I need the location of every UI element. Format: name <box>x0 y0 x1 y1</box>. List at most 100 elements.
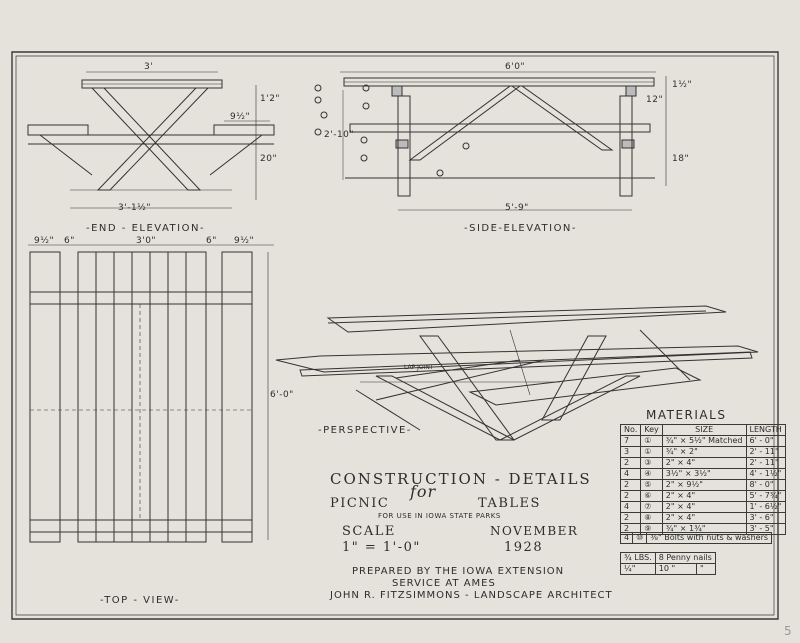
corner-mark: 5 <box>784 624 793 638</box>
cell: 5' - 7¾" <box>745 490 786 502</box>
nails-table: ¾ LBS. 8 Penny nails ¼" 10 " " <box>620 552 716 575</box>
cell: ⅜" Bolts with nuts & washers <box>646 532 773 544</box>
materials-title: MATERIALS <box>646 408 727 422</box>
cell: ① <box>640 446 663 458</box>
cell: ③ <box>640 457 663 469</box>
end-bottom-dim: 3'-1½" <box>118 203 152 213</box>
header-no: No. <box>619 424 642 436</box>
table-row: ¼" 10 " " <box>620 563 716 575</box>
top-width-2-dim: 6" <box>64 236 75 246</box>
title-tables: TABLES <box>478 496 541 511</box>
side-bottom-dim: 5'-9" <box>505 203 529 213</box>
side-height-mid-dim: 2'-10" <box>324 130 355 140</box>
date-year: 1928 <box>504 540 544 555</box>
perspective-label: -PERSPECTIVE- <box>318 425 412 436</box>
outer-border <box>12 52 778 619</box>
top-width-3-dim: 3'0" <box>136 236 157 246</box>
header-key: Key <box>640 424 663 436</box>
table-row: 4 ⑩ ⅜" Bolts with nuts & washers <box>619 532 773 544</box>
end-height-1-dim: 1'2" <box>260 94 281 104</box>
cell: 4 <box>619 501 642 513</box>
header-size: SIZE <box>661 424 747 436</box>
cell: 2 <box>619 490 642 502</box>
title-for: for <box>410 482 437 501</box>
lap-joint-note: LAP JOINT <box>404 364 434 371</box>
cell: ⑤ <box>640 479 663 491</box>
cell: 1' - 6½" <box>745 501 786 513</box>
end-elevation-drawing <box>28 72 274 208</box>
cell: ¾" × 2" <box>661 446 747 458</box>
cell: 3' - 6" <box>745 512 786 524</box>
end-elevation-label: -END - ELEVATION- <box>86 223 206 234</box>
materials-header: No. Key SIZE LENGTH <box>619 424 786 436</box>
cell: ④ <box>640 468 663 480</box>
top-width-4-dim: 6" <box>206 236 217 246</box>
side-elevation-drawing <box>314 72 666 210</box>
cell: 4' - 1½" <box>745 468 786 480</box>
end-height-2-dim: 20" <box>260 154 278 164</box>
date-month: NOVEMBER <box>490 524 579 538</box>
cell: ① <box>640 435 663 447</box>
title-use: FOR USE IN IOWA STATE PARKS <box>378 512 501 520</box>
cell: 4 <box>619 468 642 480</box>
cell: 2" × 4" <box>661 501 747 513</box>
cell: 2 <box>619 457 642 469</box>
cell: ⑩ <box>632 532 648 544</box>
cell: 2' - 11" <box>745 446 786 458</box>
prepared-by: PREPARED BY THE IOWA EXTENSION <box>352 566 565 577</box>
scale-value: 1" = 1'-0" <box>342 540 421 555</box>
cell: 4 <box>619 532 634 544</box>
inner-border <box>16 56 774 615</box>
end-seat-width-dim: 9½" <box>230 112 251 122</box>
drawing-title: CONSTRUCTION - DETAILS <box>330 470 592 488</box>
scale-label: SCALE <box>342 524 396 539</box>
cell: 2" × 4" <box>661 512 747 524</box>
top-length-dim: 6'-0" <box>270 390 294 400</box>
end-top-dim: 3' <box>144 62 154 72</box>
cell: ⑥ <box>640 490 663 502</box>
side-height-top-dim: 1½" <box>672 80 693 90</box>
header-length: LENGTH <box>745 424 786 436</box>
cell: 2 <box>619 479 642 491</box>
cell: ⑧ <box>640 512 663 524</box>
side-height-low-dim: 18" <box>672 154 690 164</box>
cell: 10 " <box>654 563 698 575</box>
table-row: ¾ LBS. 8 Penny nails <box>620 552 716 564</box>
top-view-drawing <box>28 245 274 542</box>
top-view-label: -TOP - VIEW- <box>100 595 180 606</box>
cell: 2" × 9½" <box>661 479 747 491</box>
title-picnic: PICNIC <box>330 496 390 511</box>
cell: ¾ LBS. <box>620 552 656 564</box>
cell: 6' - 0" <box>745 435 786 447</box>
cell: 3 <box>619 446 642 458</box>
side-top-dim: 6'0" <box>505 62 526 72</box>
side-12in-dim: 12" <box>646 95 664 105</box>
architect: JOHN R. FITZSIMMONS - LANDSCAPE ARCHITEC… <box>330 590 613 601</box>
cell: ¾" × 5½" Matched <box>661 435 747 447</box>
cell: ⑦ <box>640 501 663 513</box>
cell: 2" × 4" <box>661 490 747 502</box>
bolts-table: 4 ⑩ ⅜" Bolts with nuts & washers <box>619 532 773 544</box>
cell: 3½" × 3½" <box>661 468 747 480</box>
cell: 2 <box>619 512 642 524</box>
top-width-1-dim: 9½" <box>34 236 55 246</box>
cell: 8 Penny nails <box>654 552 716 564</box>
cell: 7 <box>619 435 642 447</box>
cell: 2' - 11" <box>745 457 786 469</box>
cell: " <box>696 563 716 575</box>
perspective-drawing <box>276 306 758 440</box>
side-elevation-label: -SIDE-ELEVATION- <box>464 223 578 234</box>
top-width-5-dim: 9½" <box>234 236 255 246</box>
cell: 2" × 4" <box>661 457 747 469</box>
